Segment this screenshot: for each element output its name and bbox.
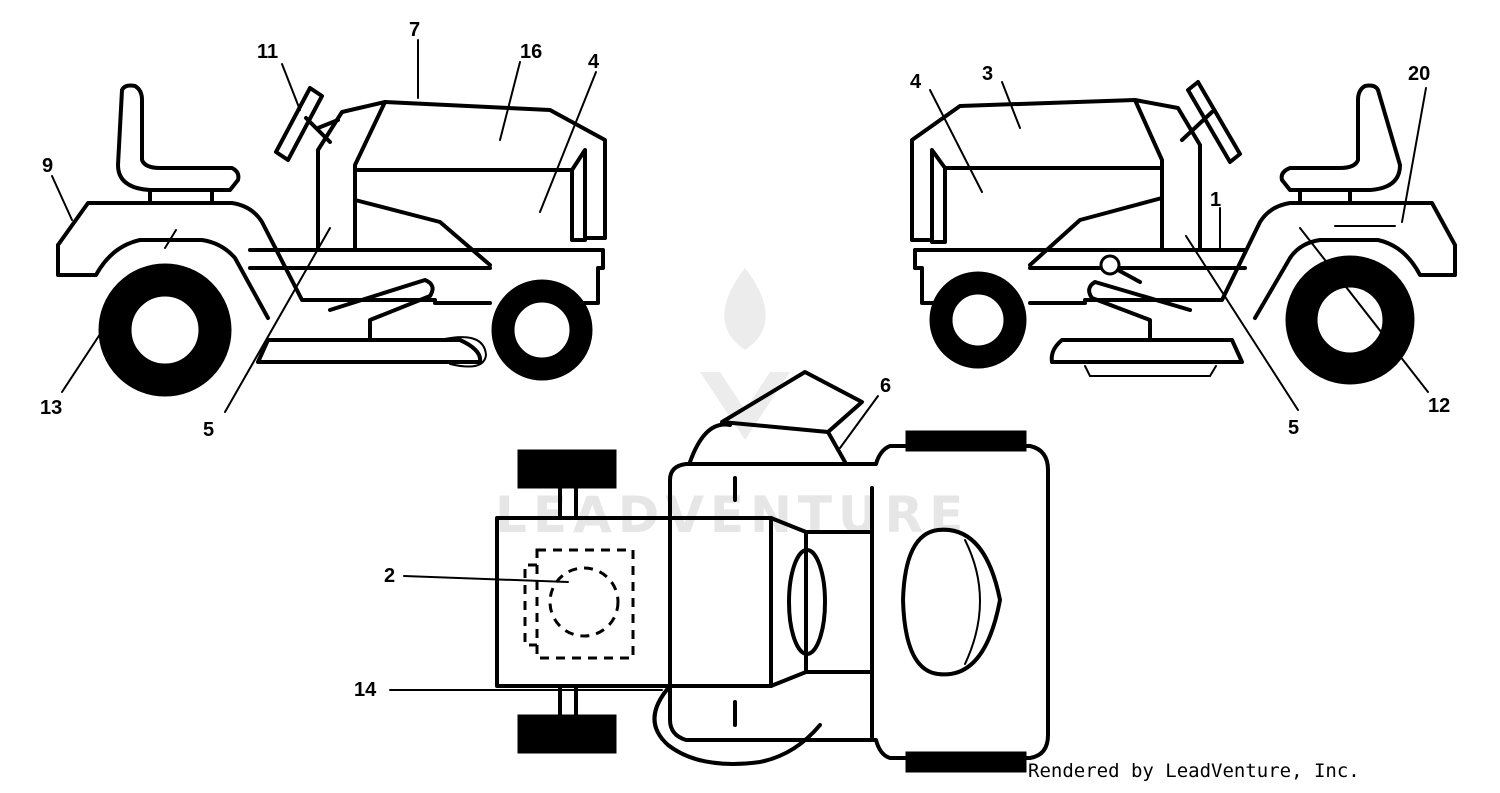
top-rear-section bbox=[495, 516, 773, 688]
left-frame bbox=[248, 248, 605, 305]
right-pedal bbox=[1087, 280, 1192, 340]
left-dash bbox=[316, 100, 387, 252]
left-leaders bbox=[51, 39, 597, 413]
top-steering-wheel bbox=[787, 548, 827, 656]
callout-12: 12 bbox=[1428, 395, 1450, 417]
top-rear-wheel-upper bbox=[517, 449, 617, 489]
right-hood bbox=[910, 98, 1164, 267]
left-mower-deck bbox=[256, 338, 483, 364]
top-cowl bbox=[769, 486, 874, 742]
top-body bbox=[668, 444, 1050, 760]
right-steering-wheel bbox=[1180, 80, 1242, 164]
ignition-key-icon bbox=[1099, 254, 1121, 276]
watermark-text: LEADVENTURE bbox=[495, 486, 969, 544]
callout-5-left: 5 bbox=[203, 419, 214, 441]
top-discharge-chute bbox=[688, 370, 864, 464]
callout-4-right: 4 bbox=[910, 71, 922, 93]
rendered-by-credit: Rendered by LeadVenture, Inc. bbox=[1028, 760, 1360, 782]
right-leaders bbox=[929, 81, 1429, 411]
watermark-logo bbox=[700, 268, 790, 440]
callout-6: 6 bbox=[880, 375, 891, 397]
top-view: 6 2 14 bbox=[354, 370, 1050, 773]
callout-7: 7 bbox=[409, 19, 420, 41]
callout-5-right: 5 bbox=[1288, 417, 1299, 439]
callout-4-left: 4 bbox=[588, 51, 600, 73]
left-rear-fender bbox=[56, 201, 437, 320]
left-hood bbox=[353, 100, 607, 267]
top-front-wheel-lower bbox=[905, 751, 1027, 773]
top-dashed-label-area bbox=[535, 548, 635, 660]
top-leaders bbox=[389, 395, 879, 691]
callout-9: 9 bbox=[42, 155, 53, 177]
right-rear-fender bbox=[1083, 201, 1457, 320]
right-side-view: 4 3 20 1 5 12 bbox=[910, 63, 1457, 439]
left-pedal bbox=[328, 278, 435, 340]
callout-20: 20 bbox=[1408, 63, 1430, 85]
callout-14: 14 bbox=[354, 679, 377, 701]
callout-1: 1 bbox=[1210, 189, 1221, 211]
top-deck-curve bbox=[652, 684, 822, 766]
callout-11-left: 11 bbox=[257, 41, 278, 63]
callout-13: 13 bbox=[40, 397, 62, 419]
left-steering-wheel bbox=[274, 86, 340, 162]
right-dash bbox=[1133, 98, 1202, 252]
right-mower-deck bbox=[1049, 338, 1244, 364]
top-hood bbox=[901, 527, 1002, 677]
right-frame bbox=[913, 248, 1247, 305]
callout-2: 2 bbox=[384, 565, 395, 587]
callout-16: 16 bbox=[520, 41, 542, 63]
right-seat bbox=[1279, 83, 1402, 192]
callout-3: 3 bbox=[982, 63, 993, 85]
left-side-view: 11 7 16 4 9 5 13 bbox=[40, 19, 607, 441]
top-rear-wheel-lower bbox=[517, 714, 617, 754]
left-seat bbox=[116, 83, 241, 192]
